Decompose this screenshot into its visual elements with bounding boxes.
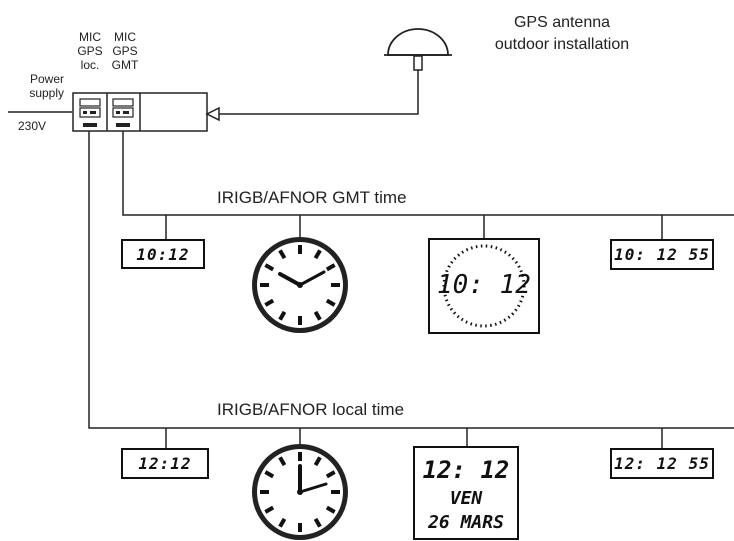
local-analog-clock [252, 444, 348, 540]
local-bus-title: IRIGB/AFNOR local time [217, 400, 405, 419]
gmt-digital-clock: 10:12 [121, 239, 205, 269]
mic-gps-loc-module [79, 98, 101, 127]
local-digital-clock: 12:12 [121, 448, 209, 479]
calendar-date: 26 MARS [428, 512, 504, 533]
gmt-bus-title: IRIGB/AFNOR GMT time [217, 188, 407, 207]
gps-antenna-dome [387, 28, 449, 56]
gmt-square-clock: 10: 12 [428, 238, 540, 334]
square-clock-dot-ring [442, 244, 526, 328]
mic-gps-gmt-module [112, 98, 134, 127]
antenna-cable [218, 70, 419, 115]
local-digital-seconds-clock: 12: 12 55 [610, 448, 714, 479]
mic-gps-loc-label: MIC GPS loc. [77, 30, 103, 72]
local-calendar-clock: 12: 12 VEN 26 MARS [413, 446, 519, 540]
square-clock-time: 10: 12 [437, 270, 531, 300]
power-supply-label: Power supply [29, 72, 64, 100]
voltage-label: 230V [18, 119, 47, 133]
calendar-time: 12: 12 [422, 456, 510, 484]
gmt-analog-clock [252, 237, 348, 333]
local-bus-line [88, 131, 734, 429]
gmt-bus-line [122, 131, 734, 216]
calendar-day: VEN [449, 488, 483, 509]
mic-gps-gmt-label: MIC GPS GMT [111, 30, 139, 72]
gps-antenna-label: GPS antenna outdoor installation [494, 14, 630, 53]
gmt-digital-seconds-clock: 10: 12 55 [610, 239, 714, 270]
